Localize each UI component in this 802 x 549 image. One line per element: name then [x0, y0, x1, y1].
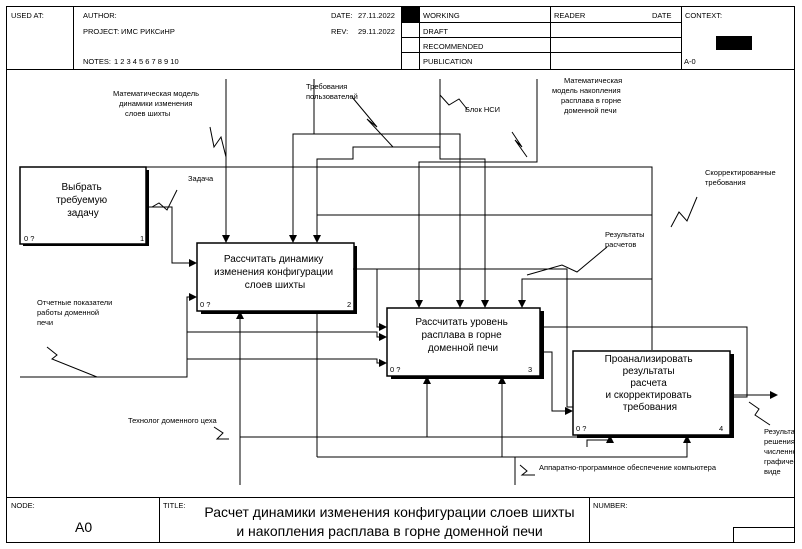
arrow-reports-2: [187, 358, 387, 367]
box-2-cost: 0 ?: [200, 300, 210, 309]
arrow-hardware-1: [514, 435, 691, 485]
context-label: CONTEXT:: [685, 11, 723, 20]
box-3-cost: 0 ?: [390, 365, 400, 374]
rev-value: 29.11.2022: [358, 27, 395, 36]
status-draft: DRAFT: [423, 27, 448, 36]
context-node-marker: [716, 36, 752, 50]
project-label: PROJECT:: [83, 27, 120, 36]
node-value: A0: [75, 519, 93, 535]
number-label: NUMBER:: [593, 501, 628, 510]
arrow-nsi-1: [313, 79, 441, 243]
rev-label: REV:: [331, 27, 349, 36]
date-label: DATE:: [331, 11, 353, 20]
box-2-label: Рассчитать динамику изменения конфигурац…: [214, 254, 336, 291]
arrow-corrected-req-2: [316, 214, 652, 242]
label-nsi: Блок НСИ: [465, 105, 500, 114]
label-user-req: Требования пользователей: [306, 82, 358, 101]
node-label: NODE:: [11, 501, 35, 510]
date-value: 27.11.2022: [358, 11, 395, 20]
box-3-label: Рассчитать уровень расплава в горне доме…: [415, 317, 510, 354]
label-hardware: Аппаратно-программное обеспечение компью…: [539, 463, 717, 472]
label-calc-results: Результаты расчетов: [605, 230, 647, 249]
arrow-user-req-1: [289, 79, 315, 243]
header: USED AT: AUTHOR: PROJECT: ИМС РИКСиНР NO…: [7, 7, 794, 70]
box-2-number: 2: [347, 300, 351, 309]
diagram-title: Расчет динамики изменения конфигурации с…: [204, 504, 575, 539]
box-4-label: Проанализировать результаты расчета и ск…: [605, 354, 696, 413]
reader-date-label: DATE: [652, 11, 672, 20]
number-box: [733, 527, 794, 542]
label-corrected-req: Скорректированные требования: [705, 168, 778, 187]
diagram-frame: USED AT: AUTHOR: PROJECT: ИМС РИКСиНР NO…: [6, 6, 795, 543]
box-1-cost: 0 ?: [24, 234, 34, 243]
box-1-number: 1: [140, 234, 144, 243]
arrow-nsi-2: [439, 147, 489, 308]
status-recommended: RECOMMENDED: [423, 42, 484, 51]
reader-label: READER: [554, 11, 586, 20]
notes-label: NOTES:: [83, 57, 111, 66]
box-3[interactable]: Рассчитать уровень расплава в горне доме…: [386, 307, 544, 379]
box-1[interactable]: Выбрать требуемую задачу 0 ? 1: [19, 166, 149, 246]
box-1-label: Выбрать требуемую задачу: [56, 181, 110, 219]
used-at-label: USED AT:: [11, 11, 44, 20]
footer: NODE: A0 TITLE: Расчет динамики изменени…: [7, 497, 794, 542]
box-2[interactable]: Рассчитать динамику изменения конфигурац…: [196, 242, 357, 314]
label-math-model-acc: Математическая модель накопления расплав…: [552, 76, 624, 115]
arrows: [20, 79, 778, 485]
arrow-labels: Математическая модель динамики изменения…: [37, 76, 794, 476]
box-4-number: 4: [719, 424, 723, 433]
status-publication: PUBLICATION: [423, 57, 473, 66]
arrow-technologist-2: [240, 376, 431, 438]
idef0-diagram: Выбрать требуемую задачу 0 ? 1 Рассчитат…: [19, 76, 794, 485]
box-4-cost: 0 ?: [576, 424, 586, 433]
box-3-number: 3: [528, 365, 532, 374]
context-node: A-0: [684, 57, 696, 66]
arrow-reports-1: [20, 293, 197, 378]
label-technologist: Технолог доменного цеха: [128, 416, 218, 425]
notes-value: 1 2 3 4 5 6 7 8 9 10: [114, 57, 179, 66]
arrow-corrected-req: [20, 166, 653, 350]
label-reports: Отчетные показатели работы доменной печи: [37, 298, 114, 327]
box-4[interactable]: Проанализировать результаты расчета и ск…: [572, 350, 734, 438]
arrow-task: [146, 206, 197, 267]
arrow-box2-to-box3: [353, 268, 387, 331]
arrow-user-req-2: [314, 133, 464, 308]
label-math-model-dyn: Математическая модель динамики изменения…: [113, 89, 201, 118]
working-marker: [402, 7, 419, 22]
author-label: AUTHOR:: [83, 11, 117, 20]
label-task: Задача: [188, 174, 214, 183]
status-working: WORKING: [423, 11, 460, 20]
arrow-hardware-3: [316, 312, 515, 458]
title-label: TITLE:: [163, 501, 186, 510]
label-results: Результаты решения в численном и графиче…: [764, 427, 794, 476]
arrow-math-model-acc: [415, 79, 538, 308]
arrow-box3-to-box4: [540, 351, 573, 415]
project-value: ИМС РИКСиНР: [121, 27, 175, 36]
